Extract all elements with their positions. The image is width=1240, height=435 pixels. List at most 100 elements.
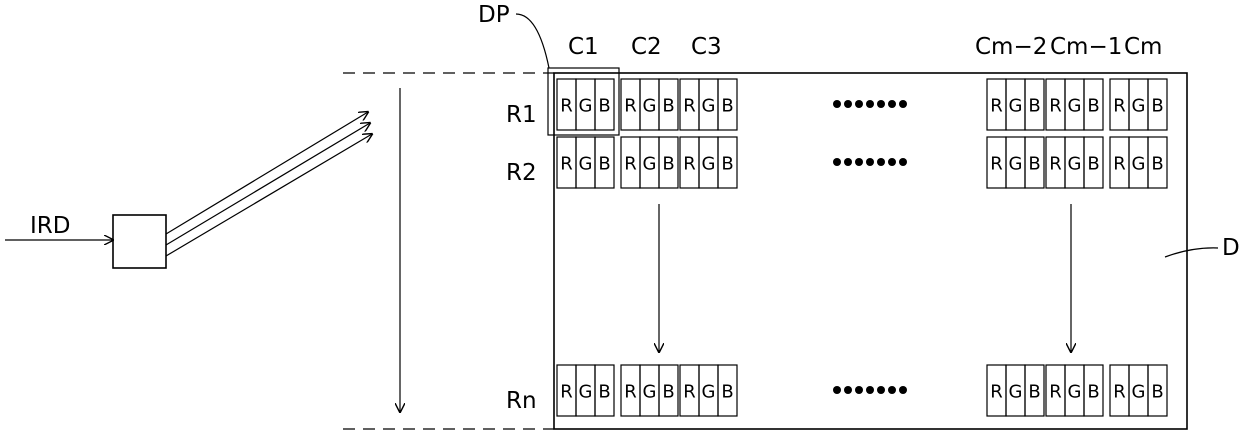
subpixel-label: B bbox=[598, 154, 610, 175]
pixel-r1-c1: RGB bbox=[557, 79, 614, 130]
dp-label: DP bbox=[478, 2, 510, 28]
pixel-rn-c1: RGB bbox=[557, 365, 614, 416]
subpixel-label: B bbox=[598, 382, 610, 403]
subpixel-label: G bbox=[1132, 382, 1146, 403]
subpixel-label: G bbox=[702, 154, 716, 175]
ellipsis-dot bbox=[844, 386, 852, 394]
subpixel-label: B bbox=[1028, 382, 1040, 403]
subpixel-label: G bbox=[1009, 382, 1023, 403]
ird-label: IRD bbox=[30, 213, 70, 239]
subpixel-label: G bbox=[643, 382, 657, 403]
pixel-r2-c2: RGB bbox=[621, 137, 678, 188]
subpixel-label: R bbox=[1049, 154, 1062, 175]
ellipsis-dot bbox=[844, 158, 852, 166]
subpixel-label: G bbox=[1009, 96, 1023, 117]
ellipsis-dot bbox=[855, 158, 863, 166]
subpixel-label: G bbox=[1068, 154, 1082, 175]
pixel-rn-cm-1: RGB bbox=[1046, 365, 1103, 416]
subpixel-label: B bbox=[721, 96, 733, 117]
subpixel-label: R bbox=[990, 382, 1003, 403]
column-label-cm-2: Cm−2 bbox=[975, 34, 1047, 60]
subpixel-label: R bbox=[683, 96, 696, 117]
subpixel-label: G bbox=[702, 96, 716, 117]
ellipsis-dot bbox=[866, 100, 874, 108]
subpixel-label: R bbox=[1113, 96, 1126, 117]
pixel-r2-cm: RGB bbox=[1110, 137, 1167, 188]
d-label: D bbox=[1222, 235, 1240, 261]
pixel-r2-cm-2: RGB bbox=[987, 137, 1044, 188]
subpixel-label: B bbox=[662, 96, 674, 117]
subpixel-label: B bbox=[662, 154, 674, 175]
pixel-r1-c3: RGB bbox=[680, 79, 737, 130]
pixel-r1-cm-2: RGB bbox=[987, 79, 1044, 130]
light-ray-3 bbox=[166, 134, 372, 256]
subpixel-label: R bbox=[1049, 382, 1062, 403]
ellipsis-dot bbox=[866, 386, 874, 394]
pixel-r1-cm-1: RGB bbox=[1046, 79, 1103, 130]
pixel-rn-cm-2: RGB bbox=[987, 365, 1044, 416]
pixel-r1-cm: RGB bbox=[1110, 79, 1167, 130]
subpixel-label: G bbox=[702, 382, 716, 403]
subpixel-label: G bbox=[1132, 154, 1146, 175]
subpixel-label: G bbox=[643, 96, 657, 117]
subpixel-label: R bbox=[624, 382, 637, 403]
subpixel-label: G bbox=[1009, 154, 1023, 175]
processing-box bbox=[113, 215, 166, 268]
subpixel-label: B bbox=[598, 96, 610, 117]
display-panel bbox=[554, 73, 1187, 429]
ellipsis-dot bbox=[899, 386, 907, 394]
pixel-r2-c1: RGB bbox=[557, 137, 614, 188]
column-label-c2: C2 bbox=[631, 34, 662, 60]
subpixel-label: B bbox=[721, 382, 733, 403]
ellipsis-dot bbox=[877, 158, 885, 166]
ellipsis-dot bbox=[899, 100, 907, 108]
subpixel-label: B bbox=[1087, 154, 1099, 175]
pixel-r2-c3: RGB bbox=[680, 137, 737, 188]
subpixel-label: B bbox=[1087, 382, 1099, 403]
subpixel-label: R bbox=[624, 96, 637, 117]
subpixel-label: R bbox=[990, 154, 1003, 175]
subpixel-label: R bbox=[560, 154, 573, 175]
ellipsis-dot bbox=[844, 100, 852, 108]
subpixel-label: B bbox=[1028, 96, 1040, 117]
ellipsis-dot bbox=[888, 158, 896, 166]
subpixel-label: R bbox=[1049, 96, 1062, 117]
light-ray-1 bbox=[166, 112, 368, 234]
pixel-r1-c2: RGB bbox=[621, 79, 678, 130]
pixel-rn-c3: RGB bbox=[680, 365, 737, 416]
pixel-array: RGBRGBRGBRGBRGBRGBRGBRGBRGBRGBRGBRGBRGBR… bbox=[557, 79, 1167, 416]
subpixel-label: R bbox=[560, 382, 573, 403]
subpixel-label: R bbox=[1113, 382, 1126, 403]
ellipsis-dot bbox=[833, 100, 841, 108]
subpixel-label: R bbox=[990, 96, 1003, 117]
ellipsis-dot bbox=[866, 158, 874, 166]
subpixel-label: R bbox=[1113, 154, 1126, 175]
column-label-cm: Cm bbox=[1124, 34, 1162, 60]
subpixel-label: G bbox=[1132, 96, 1146, 117]
subpixel-label: G bbox=[579, 382, 593, 403]
subpixel-label: G bbox=[1068, 382, 1082, 403]
ellipsis-dot bbox=[877, 100, 885, 108]
subpixel-label: B bbox=[721, 154, 733, 175]
ellipsis-dot bbox=[855, 100, 863, 108]
subpixel-label: B bbox=[1087, 96, 1099, 117]
subpixel-label: G bbox=[579, 154, 593, 175]
pixel-rn-cm: RGB bbox=[1110, 365, 1167, 416]
subpixel-label: B bbox=[662, 382, 674, 403]
pixel-rn-c2: RGB bbox=[621, 365, 678, 416]
column-label-c3: C3 bbox=[691, 34, 722, 60]
subpixel-label: B bbox=[1151, 96, 1163, 117]
row-label-r2: R2 bbox=[506, 160, 537, 186]
subpixel-label: G bbox=[643, 154, 657, 175]
dp-leader-line bbox=[516, 14, 549, 68]
ellipsis-dot bbox=[899, 158, 907, 166]
row-label-r1: R1 bbox=[506, 102, 537, 128]
subpixel-label: R bbox=[560, 96, 573, 117]
ellipsis-dot bbox=[888, 386, 896, 394]
subpixel-label: R bbox=[683, 382, 696, 403]
d-leader-line bbox=[1165, 248, 1218, 257]
ellipsis-dots bbox=[833, 100, 907, 394]
subpixel-label: G bbox=[1068, 96, 1082, 117]
subpixel-label: G bbox=[579, 96, 593, 117]
